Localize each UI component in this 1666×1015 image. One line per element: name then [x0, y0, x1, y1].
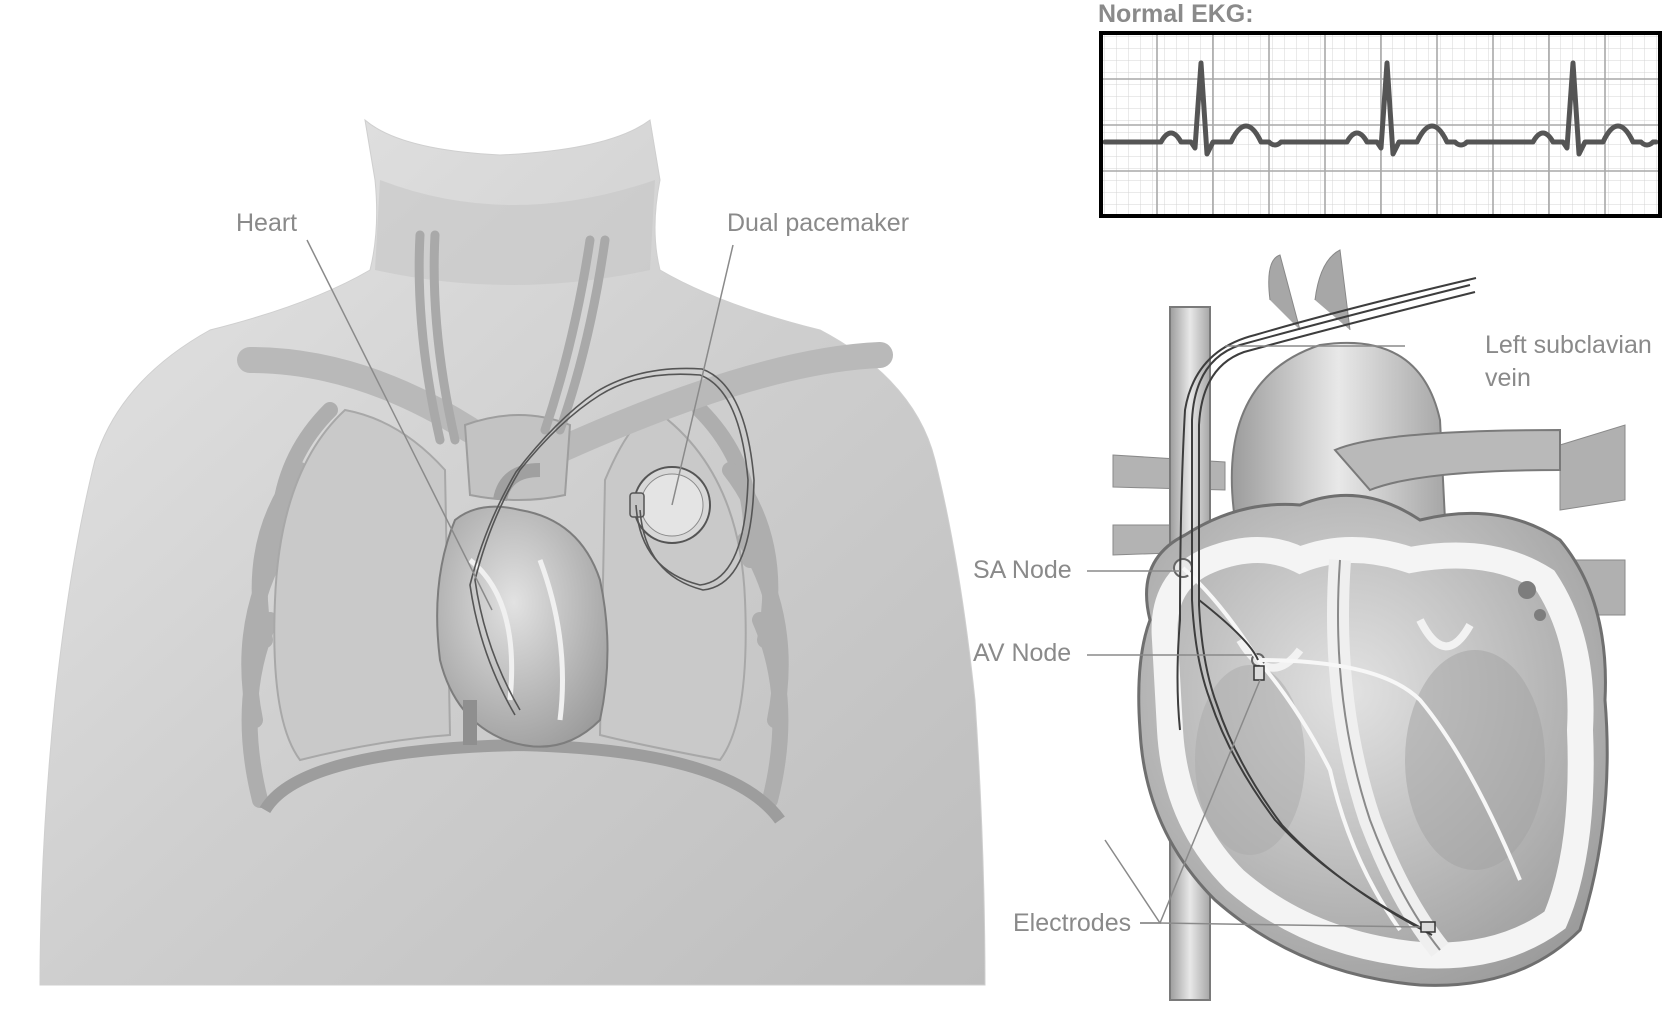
ekg-frame	[1099, 31, 1662, 218]
ekg-panel	[1099, 31, 1662, 218]
label-sa-node: SA Node	[973, 556, 1072, 584]
aortic-arch	[1230, 249, 1561, 521]
label-left-subclavian-vein-2: vein	[1485, 364, 1531, 392]
electrode-tip-ventricular	[1420, 921, 1436, 933]
label-electrodes: Electrodes	[1013, 909, 1132, 937]
ekg-title: Normal EKG:	[1098, 0, 1254, 28]
torso-illustration	[39, 118, 986, 986]
label-dual-pacemaker: Dual pacemaker	[727, 209, 910, 237]
electrode-tip-atrial	[1253, 665, 1265, 681]
heart-leader-line	[306, 239, 493, 611]
pacemaker-leads-small	[469, 367, 755, 716]
clavicles	[237, 342, 893, 463]
label-av-node: AV Node	[973, 639, 1072, 667]
heart-leader-lines	[1087, 345, 1421, 928]
myocardium-wall	[1151, 537, 1594, 969]
heart-cross-section	[1087, 249, 1626, 1001]
rib-cage	[241, 402, 789, 808]
label-heart: Heart	[236, 209, 298, 237]
pacemaker-leader-line	[671, 244, 734, 506]
neck-vessels	[414, 230, 610, 445]
ekg-trace	[1102, 60, 1659, 157]
right-lung	[273, 408, 452, 762]
label-left-subclavian-vein-1: Left subclavian	[1485, 331, 1652, 359]
